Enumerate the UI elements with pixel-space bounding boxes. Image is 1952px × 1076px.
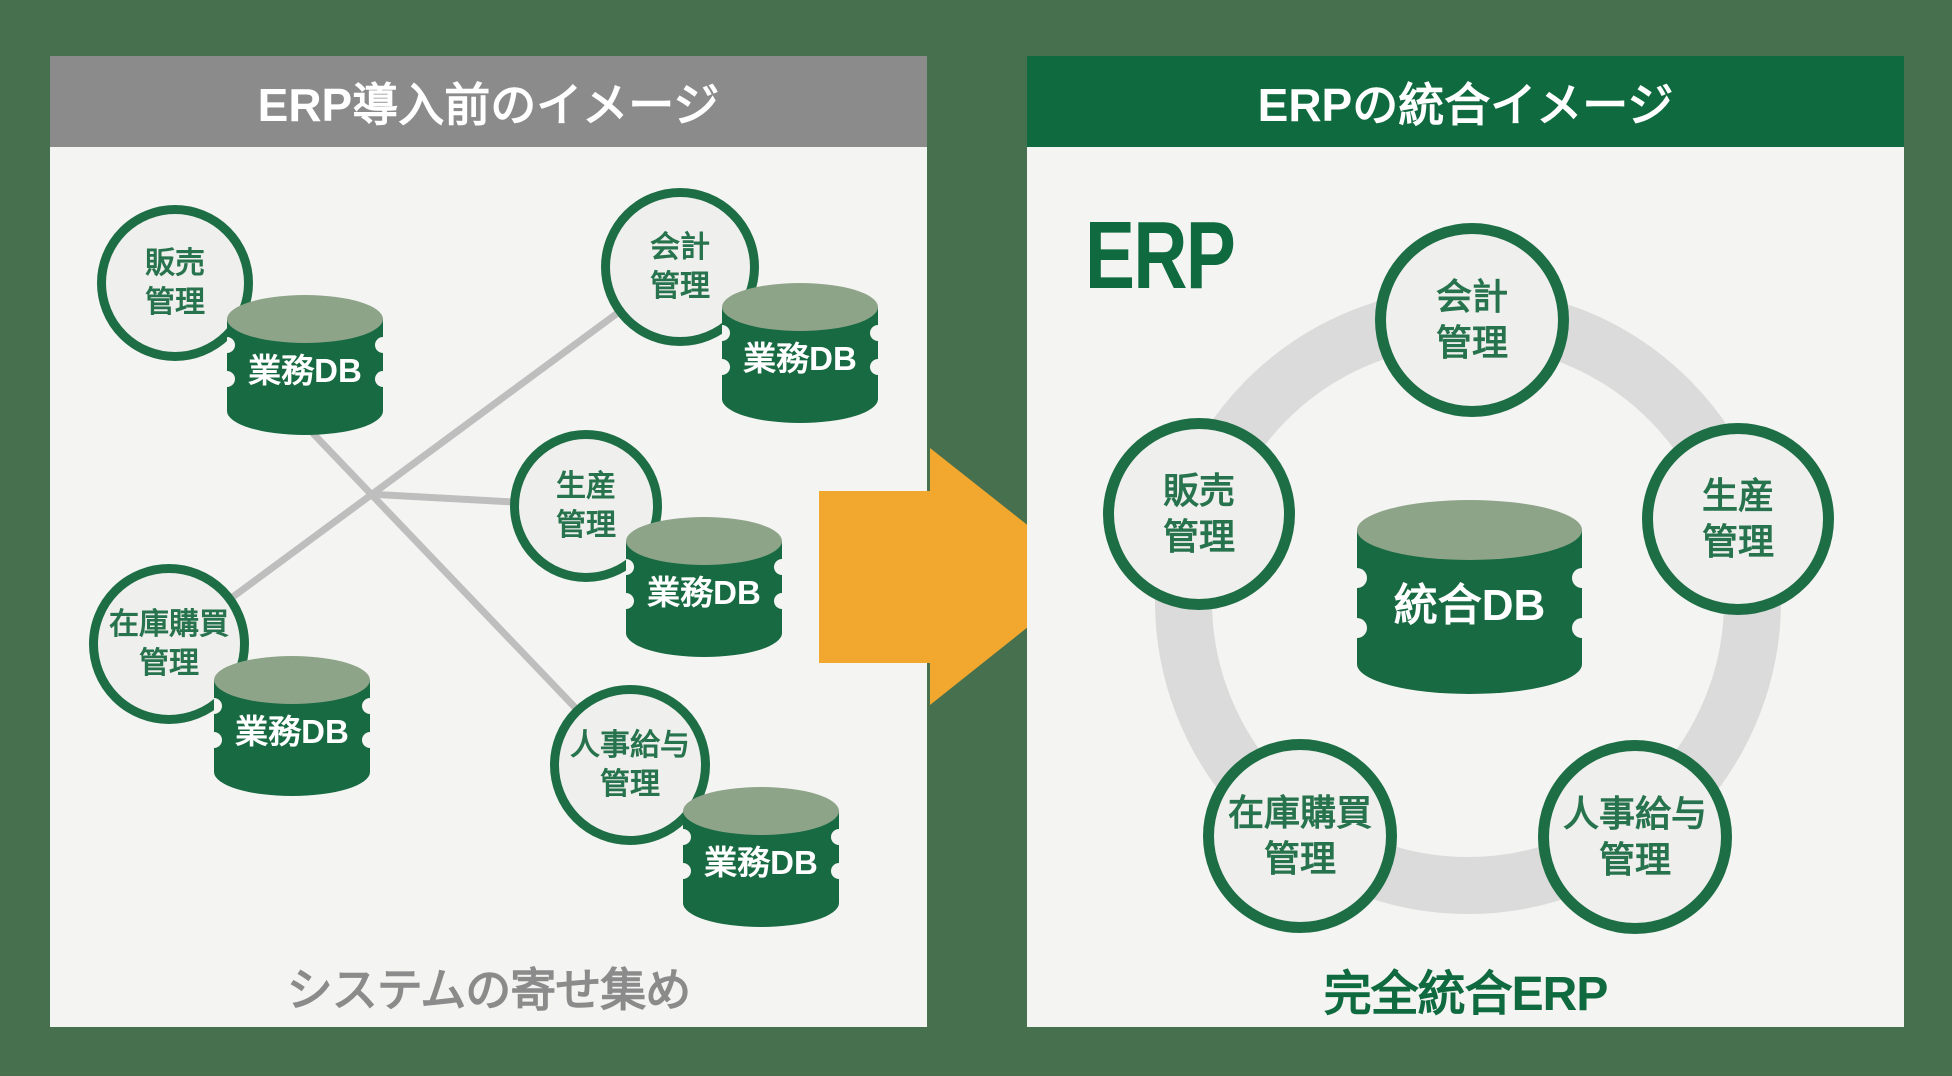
module-label-sales: 販売 管理	[1162, 469, 1235, 557]
module-label-hr: 人事給与 管理	[1562, 792, 1707, 880]
panel-before-title: ERP導入前のイメージ	[257, 78, 720, 131]
module-label-hr: 人事給与 管理	[570, 729, 690, 801]
database-label: 業務DB	[743, 339, 857, 377]
module-circle-hr: 人事給与 管理	[1538, 740, 1732, 934]
transition-arrow-icon	[819, 448, 1092, 705]
database-cylinder-production: 業務DB	[626, 517, 782, 657]
module-label-sales: 販売 管理	[145, 247, 205, 319]
cylinder-top-ellipse	[722, 283, 878, 331]
module-label-accounting: 会計 管理	[650, 231, 710, 303]
panel-integrated-title: ERPの統合イメージ	[1257, 78, 1674, 131]
database-cylinder-icon	[722, 283, 878, 423]
cylinder-top-ellipse	[1357, 500, 1582, 560]
database-cylinder-icon	[626, 517, 782, 657]
cylinder-top-ellipse	[626, 517, 782, 565]
database-cylinder-integrated: 統合DB	[1357, 500, 1582, 694]
panel-before-caption: システムの寄せ集め	[286, 964, 692, 1016]
module-circle-sales: 販売 管理	[1103, 418, 1295, 610]
database-label: 業務DB	[248, 351, 362, 389]
database-cylinder-icon	[683, 787, 839, 927]
module-label-accounting: 会計 管理	[1435, 275, 1508, 363]
panel-before-header: ERP導入前のイメージ	[50, 56, 927, 147]
database-cylinder-icon	[214, 656, 370, 796]
panel-integrated-erp: ERPの統合イメージ ERP 会計 管理 生産 管理 販売 管理 在庫購買 管理…	[1027, 56, 1904, 1027]
database-cylinder-hr: 業務DB	[683, 787, 839, 927]
module-label-inventory: 在庫購買 管理	[109, 608, 229, 680]
module-label-production: 生産 管理	[556, 470, 616, 542]
erp-label: ERP	[1085, 202, 1236, 309]
cylinder-top-ellipse	[683, 787, 839, 835]
database-cylinder-icon	[1357, 500, 1582, 694]
database-cylinder-sales: 業務DB	[227, 295, 383, 435]
module-circle-hr: 人事給与 管理	[550, 685, 710, 845]
module-label-inventory: 在庫購買 管理	[1227, 791, 1372, 879]
module-circle-accounting: 会計 管理	[1375, 223, 1569, 417]
database-cylinder-inventory: 業務DB	[214, 656, 370, 796]
panel-before-erp: ERP導入前のイメージ 販売 管理 会計 管理 生産 管理 在庫購買 管理 人事…	[50, 56, 927, 1027]
panel-integrated-header: ERPの統合イメージ	[1027, 56, 1904, 147]
database-label: 業務DB	[235, 712, 349, 750]
database-label: 業務DB	[704, 843, 818, 881]
database-cylinder-accounting: 業務DB	[722, 283, 878, 423]
database-cylinder-icon	[227, 295, 383, 435]
cylinder-top-ellipse	[214, 656, 370, 704]
database-label: 統合DB	[1393, 580, 1546, 630]
module-label-production: 生産 管理	[1701, 474, 1774, 562]
connector-line-accounting-to-inventory	[166, 264, 683, 647]
module-circle-production: 生産 管理	[1642, 423, 1834, 615]
cylinder-top-ellipse	[227, 295, 383, 343]
module-circle-accounting: 会計 管理	[601, 188, 759, 346]
database-label: 業務DB	[647, 573, 761, 611]
module-circle-inventory: 在庫購買 管理	[1203, 739, 1397, 933]
panel-integrated-caption: 完全統合ERP	[1323, 968, 1609, 1021]
